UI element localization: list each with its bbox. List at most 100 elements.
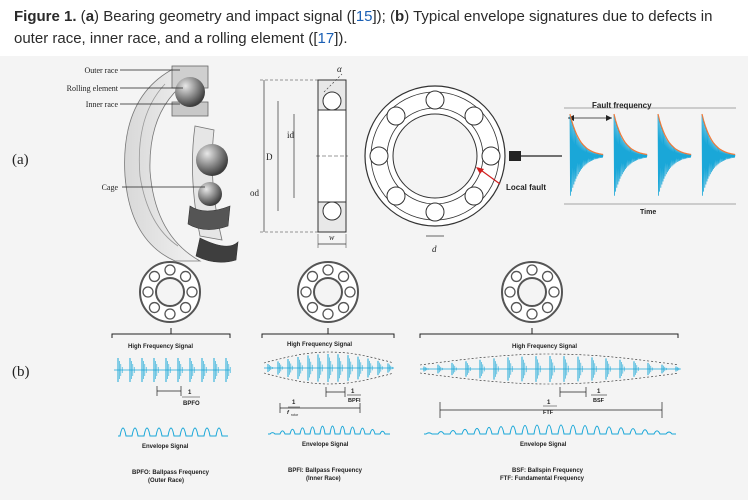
ball-ftf-numerator: 1 [547, 400, 551, 406]
envelope-trace [118, 427, 228, 437]
label-outer-race: Outer race [84, 66, 118, 75]
ball-freq-denominator: BSF [593, 398, 605, 404]
outer-hf-title: High Frequency Signal [128, 344, 193, 350]
inner-rotor-numerator: 1 [292, 400, 296, 406]
outer-legend-line-2: (Outer Race) [148, 478, 184, 484]
outer-freq-numerator: 1 [188, 390, 192, 396]
label-outer-diameter: od [250, 188, 260, 198]
sensor [509, 151, 521, 161]
caption-text: ) Bearing geometry and impact signal ([ [94, 8, 356, 25]
bearing-icon [139, 261, 201, 323]
bearing-front-view: d [364, 85, 506, 254]
modulation-envelope [263, 372, 394, 385]
bearing-icon-ball [164, 264, 176, 276]
section-brackets [111, 328, 679, 338]
caption-text: ]). [334, 30, 348, 47]
label-local-fault: Local fault [506, 183, 546, 192]
impact-burst [569, 113, 604, 196]
outer-freq-denominator: BPFO [183, 401, 200, 407]
envelope-trace [268, 425, 390, 435]
burst-envelope [569, 113, 604, 156]
label-time: Time [640, 209, 656, 216]
burst-envelope [701, 113, 736, 156]
bearing-icon-ball [526, 308, 538, 320]
bearing-icon-inner [517, 277, 547, 307]
impact-burst [701, 113, 736, 196]
bearing-icon-ball [142, 286, 154, 298]
ball-legend-line-2: FTF: Fundamental Frequency [500, 476, 585, 482]
bearing-icon [501, 261, 563, 323]
outer-race-high-frequency-signal [114, 358, 231, 382]
ball-envelope-title: Envelope Signal [520, 442, 567, 448]
envelope-trace [424, 424, 676, 435]
burst-envelope [613, 113, 648, 156]
ball-freq-numerator: 1 [597, 389, 601, 395]
modulation-envelope [419, 372, 679, 385]
panel-b-label: (b) [12, 364, 30, 380]
bearing-cutaway-illustration [124, 65, 239, 263]
ball-hf-title: High Frequency Signal [512, 344, 577, 350]
bearing-icon-ball [164, 308, 176, 320]
inner-legend-line-2: (Inner Race) [306, 476, 341, 482]
bearing-icon-ball [148, 270, 161, 283]
bearing-icon-ball [526, 264, 538, 276]
caption-text: ) Typical envelope signatures due to def… [14, 8, 713, 47]
inner-hf-title: High Frequency Signal [287, 342, 352, 348]
outer-legend-line-1: BPFO: Ballpass Frequency [132, 470, 210, 476]
bearing-icon-inner [155, 277, 185, 307]
inner-race-envelope-signal [268, 425, 390, 435]
label-pitch-diameter: D [266, 152, 273, 162]
impact-signal-plot: Fault frequency Time [564, 101, 736, 216]
label-contact-angle: α [337, 64, 342, 74]
reference-link-17[interactable]: 17 [317, 30, 335, 47]
cage [187, 205, 231, 230]
impact-bursts [569, 113, 736, 196]
inner-rotor-denominator: f [287, 410, 290, 416]
bearing-icon-ball [504, 286, 516, 298]
label-inner-race: Inner race [86, 100, 119, 109]
bearing-icon-ball [337, 301, 350, 314]
bearing-icon-ball [300, 286, 312, 298]
reference-link-15[interactable]: 15 [355, 8, 373, 25]
figure-label: Figure 1. [14, 8, 77, 25]
figure-image: (a) Outer race Rolling element Inner rac… [0, 56, 748, 500]
bearing-icon-ball [179, 301, 192, 314]
inner-period-markers: 1 BPFI 1 f rotor [279, 387, 361, 417]
impact-burst [613, 113, 648, 196]
label-inner-diameter: id [287, 130, 295, 140]
caption-a: a [85, 8, 95, 25]
bearing-icon-ball [541, 270, 554, 283]
label-ball-diameter: d [432, 244, 437, 254]
inner-freq-numerator: 1 [351, 389, 355, 395]
ball-ftf-denominator: FTF [543, 410, 554, 416]
bearing-icon-ball [548, 286, 560, 298]
label-rolling-element: Rolling element [67, 84, 119, 93]
bearing-icon-ball [306, 270, 319, 283]
bearing-icon-ball [510, 270, 523, 283]
panel-a-label: (a) [12, 152, 29, 168]
modulation-envelope [263, 351, 394, 364]
bearing-icon-ball [148, 301, 161, 314]
outer-envelope-title: Envelope Signal [142, 444, 189, 450]
rolling-element-high-frequency-signal [419, 353, 681, 385]
local-fault-marker: Local fault [476, 167, 546, 192]
bearing-icons [139, 261, 563, 323]
bearing-icon-ball [322, 264, 334, 276]
rolling-element-envelope-signal [424, 424, 676, 435]
label-width: w [329, 233, 335, 242]
outer-race-envelope-signal [118, 427, 228, 437]
bearing-icon-inner [313, 277, 343, 307]
caption-text: ]); ( [372, 8, 396, 25]
inner-race-high-frequency-signal [263, 351, 394, 385]
caption-text: ( [76, 8, 86, 25]
burst-envelope [657, 113, 692, 156]
rolling-element-ball [198, 182, 222, 206]
label-fault-frequency: Fault frequency [592, 101, 652, 110]
part-callouts: Outer race Rolling element Inner race Ca… [67, 66, 205, 192]
label-cage: Cage [102, 183, 119, 192]
rolling-element-ball [196, 144, 228, 176]
inner-envelope-title: Envelope Signal [302, 442, 349, 448]
outer-period-marker: 1 BPFO [156, 386, 200, 407]
bearing-icon-ball [179, 270, 192, 283]
bearing-diagram: (a) Outer race Rolling element Inner rac… [12, 64, 736, 484]
